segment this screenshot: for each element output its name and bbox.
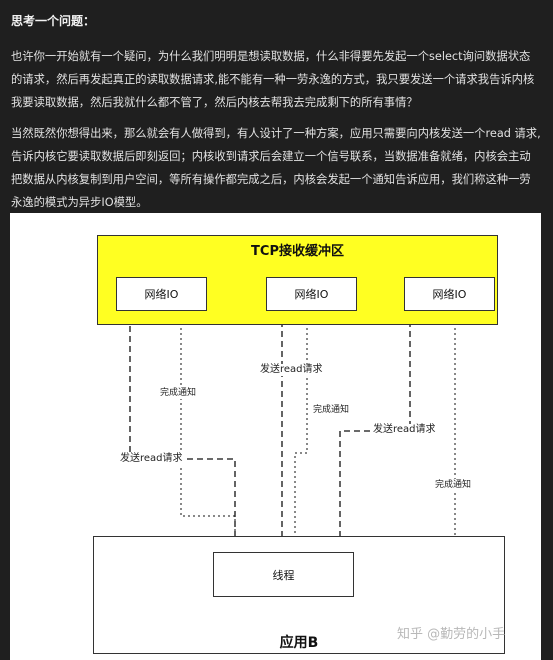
- async-io-diagram: TCP接收缓冲区 网络IO 网络IO 网络IO 完成通知 发送read请求 发送…: [10, 213, 541, 660]
- send-read-label-right: 发送read请求: [373, 424, 436, 436]
- send-read-label-left: 发送read请求: [120, 453, 183, 465]
- notify-label-left: 完成通知: [160, 387, 197, 399]
- thread-box: 线程: [213, 552, 354, 597]
- application-b-label: 应用B: [279, 635, 319, 651]
- zhihu-watermark: 知乎 @勤劳的小手: [397, 627, 506, 642]
- arrow-send-read-left: [124, 311, 236, 547]
- paragraph-question: 也许你一开始就有一个疑问，为什么我们明明是想读取数据，什么非得要先发起一个sel…: [11, 50, 535, 109]
- send-read-label-mid: 发送read请求: [260, 364, 323, 376]
- notify-label-right: 完成通知: [435, 479, 472, 491]
- arrow-notify-mid: [291, 313, 308, 549]
- paragraph-answer: 当然既然你想得出来，那么就会有人做得到，有人设计了一种方案，应用只需要向内核发送…: [11, 127, 541, 209]
- network-io-box: 网络IO: [404, 277, 495, 311]
- notify-label-mid: 完成通知: [313, 404, 350, 416]
- network-io-box: 网络IO: [116, 277, 207, 311]
- arrow-notify-left: [180, 313, 239, 549]
- section-heading: 思考一个问题：: [11, 14, 96, 28]
- network-io-box: 网络IO: [266, 277, 357, 311]
- tcp-receive-buffer: TCP接收缓冲区 网络IO 网络IO 网络IO: [97, 235, 498, 325]
- application-b-box: 线程 应用B: [93, 536, 505, 654]
- tcp-buffer-title: TCP接收缓冲区: [251, 244, 344, 259]
